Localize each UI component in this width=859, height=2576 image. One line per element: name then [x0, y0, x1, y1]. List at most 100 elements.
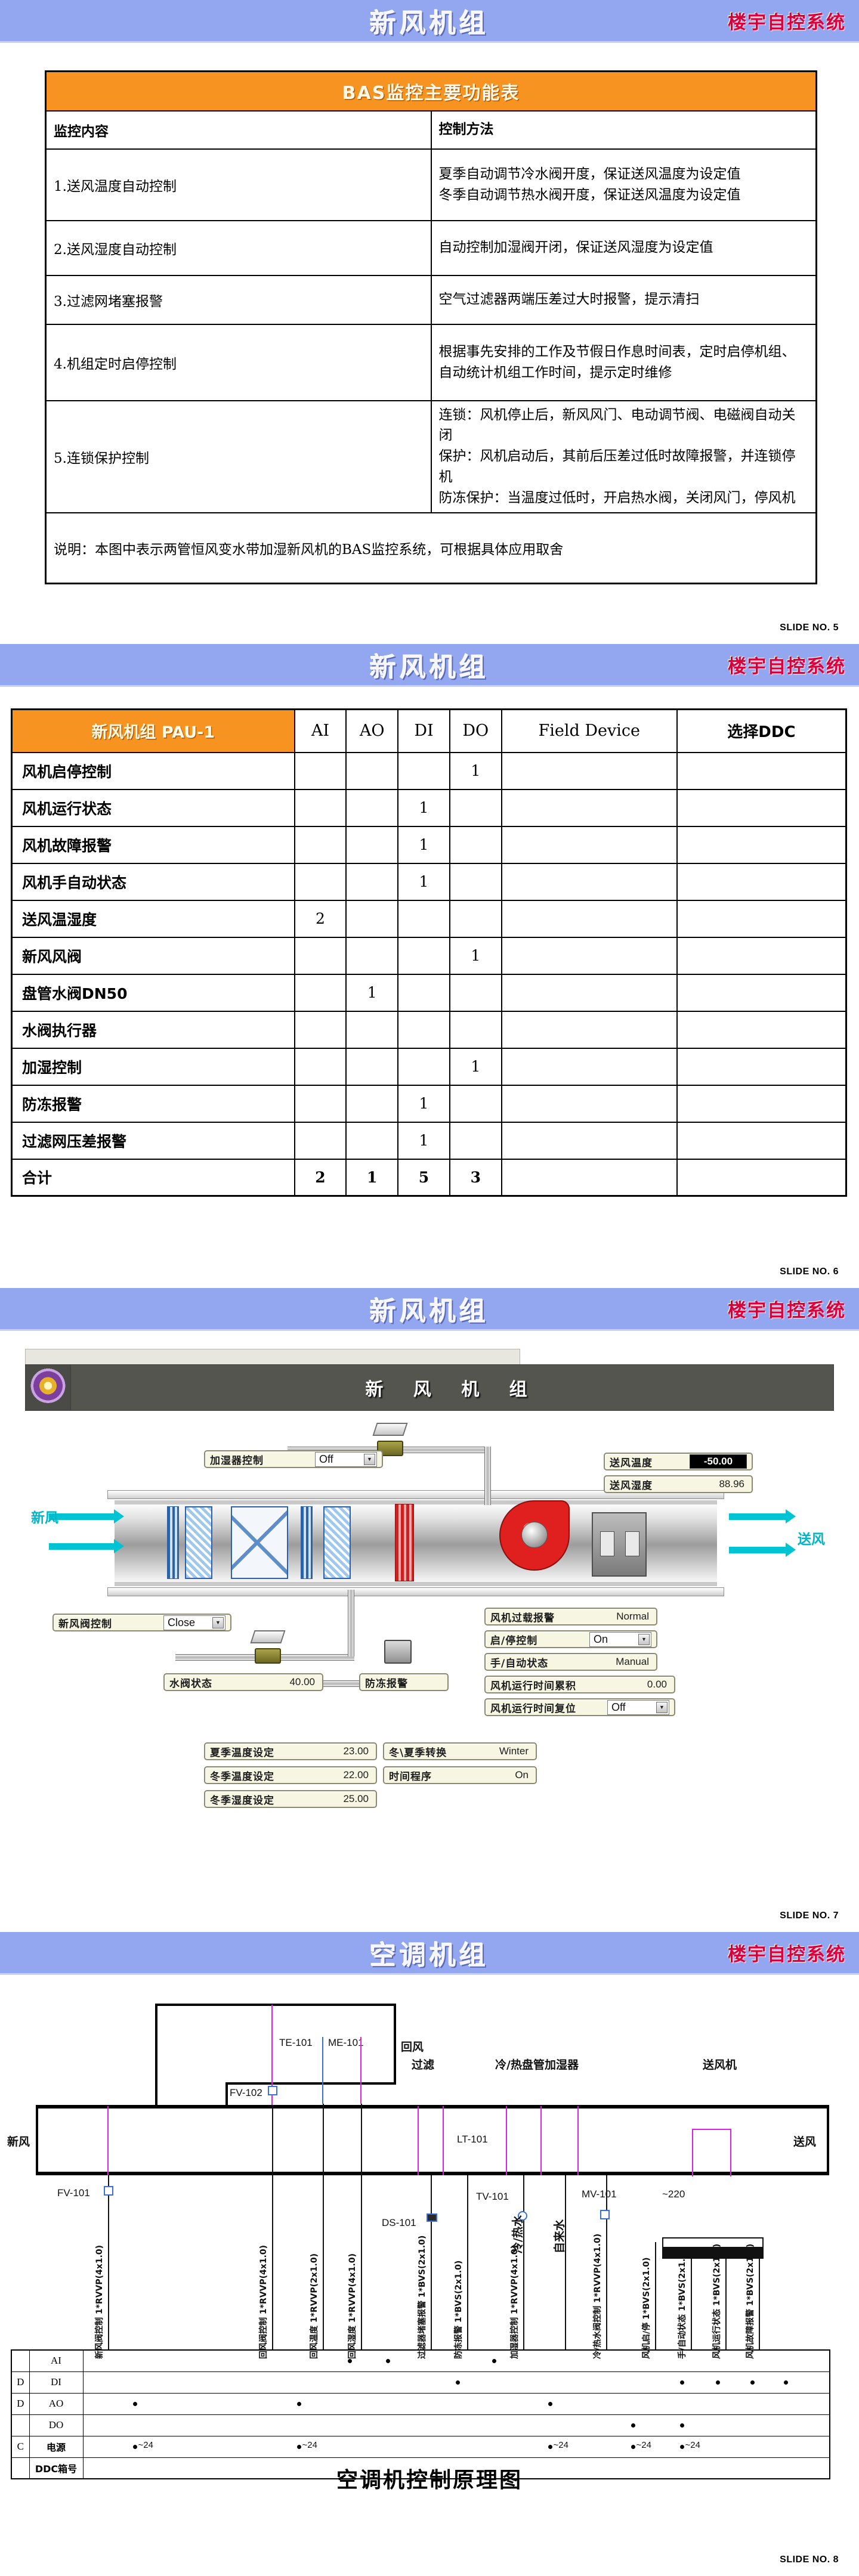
bas-method-line: 空气过滤器两端压差过大时报警，提示清扫: [438, 292, 700, 308]
table-row: 过滤网压差报警 1: [11, 1121, 847, 1160]
drop-line-fan-status: [691, 2242, 692, 2349]
fan-runtime-reset-faceplate[interactable]: 风机运行时间复位 Off ▼: [484, 1698, 675, 1716]
hmi-window-title: 新 风 机 组: [365, 1379, 539, 1400]
pau-cell-do: 1: [449, 1047, 502, 1086]
main-duct: [36, 2105, 829, 2175]
pau-header-name: 新风机组 PAU-1: [11, 708, 295, 753]
slide-4-banner-subtitle: 楼宇自控系统: [728, 1944, 846, 1965]
supply-air-humidity-value: 88.96: [719, 1478, 744, 1490]
pau-cell-do: 1: [449, 936, 502, 975]
power-220-label: ~220: [662, 2188, 685, 2200]
pau-cell-field: [500, 973, 678, 1012]
time-program-faceplate: 时间程序 On: [383, 1766, 537, 1784]
ds-101-switch-icon: [427, 2213, 437, 2222]
water-valve-actuator-icon: [250, 1630, 286, 1643]
pau-cell-ao: [345, 936, 399, 975]
io-tag-do: DO: [29, 2414, 84, 2436]
fresh-air-label: 新风: [7, 2135, 30, 2148]
fan-runtime-total-value: 0.00: [647, 1679, 667, 1690]
io-tag-ao: AO: [29, 2392, 84, 2415]
pau-cell-do: [449, 1084, 502, 1123]
io-point-dot: [296, 2444, 301, 2449]
humidifier-control-dropdown[interactable]: Off ▼: [315, 1451, 377, 1467]
hmi-tab-bar[interactable]: [25, 1349, 520, 1364]
drop-line-fv102: [272, 2105, 273, 2349]
chevron-down-icon[interactable]: ▼: [656, 1701, 668, 1713]
tag-ds-101: DS-101: [382, 2217, 416, 2228]
humidifier-control-faceplate[interactable]: 加湿器控制 Off ▼: [204, 1450, 383, 1468]
drop-line-me101: [361, 2104, 362, 2349]
return-humidity-sensor-line: [360, 2037, 361, 2104]
pau-cell-ddc: [676, 1121, 847, 1160]
cable-label: 回风阀控制 1*RVVP(4x1.0): [259, 2244, 268, 2359]
fresh-air-damper-dropdown[interactable]: Close ▼: [163, 1615, 225, 1630]
io-tag-power: 电源: [29, 2435, 84, 2458]
table-row: C 电源 ~24 ~24 ~24 ~24 ~24: [11, 2435, 830, 2458]
pau-cell-do: 1: [449, 751, 502, 790]
io-category: D: [11, 2392, 30, 2415]
fresh-air-damper-faceplate[interactable]: 新风阀控制 Close ▼: [52, 1614, 231, 1631]
pau-cell-ai: [293, 1047, 347, 1086]
pau-cell-ai: [293, 1121, 347, 1160]
pau-cell-ddc: [676, 973, 847, 1012]
pau-cell-ddc: [676, 751, 847, 790]
humidifier-control-value: Off: [319, 1453, 333, 1465]
start-stop-control-faceplate[interactable]: 启/停控制 On ▼: [484, 1630, 657, 1648]
drop-line-lt101: [467, 2175, 468, 2349]
io-point-dot: [679, 2444, 684, 2449]
supply-air-label: 送风: [798, 1532, 825, 1547]
fv-101-actuator-icon: [104, 2186, 113, 2196]
bas-method-line: 连锁：风机停止后，新风风门、电动调节阀、电磁阀自动关闭: [438, 407, 796, 444]
fan-hub-icon: [521, 1522, 548, 1548]
slide-number: SLIDE NO. 7: [780, 1911, 839, 1921]
table-row: 送风温湿度 2: [11, 899, 847, 938]
pau-cell-ao: [345, 899, 399, 938]
cooling-coil-icon: [301, 1506, 313, 1579]
pau-header-select-ddc: 选择DDC: [676, 708, 847, 753]
slide-3-banner-subtitle: 楼宇自控系统: [728, 1300, 846, 1321]
motor-slot-icon: [600, 1531, 614, 1556]
cable-label: 回风湿度 1*RVVP(4x1.0): [348, 2253, 357, 2359]
drop-line-te101: [323, 2104, 324, 2349]
fan-runtime-reset-dropdown[interactable]: Off ▼: [607, 1699, 669, 1715]
pau-cell-ddc: [676, 825, 847, 864]
fan-runtime-reset-label: 风机运行时间复位: [490, 1702, 576, 1715]
table-row: D AO: [11, 2392, 830, 2415]
pau-cell-ddc: [676, 1047, 847, 1086]
tag-fv-101: FV-101: [57, 2187, 90, 2199]
chevron-down-icon[interactable]: ▼: [212, 1617, 224, 1628]
pau-cell-ao: [345, 862, 399, 901]
power-marker: ~24: [553, 2439, 568, 2450]
water-valve-status-faceplate: 水阀状态 40.00: [163, 1673, 323, 1691]
bas-row-item: 4.机组定时启停控制: [45, 323, 432, 401]
pau-cell-ddc: [676, 862, 847, 901]
pau-cell-di: [397, 899, 450, 938]
start-stop-control-dropdown[interactable]: On ▼: [589, 1631, 651, 1647]
table-row: 风机手自动状态 1: [11, 862, 847, 901]
chevron-down-icon[interactable]: ▼: [638, 1633, 650, 1645]
supply-air-arrow-bottom-icon: [729, 1543, 796, 1557]
io-row-cells: [82, 2392, 830, 2415]
chevron-down-icon[interactable]: ▼: [364, 1453, 375, 1465]
fresh-air-damper-value: Close: [168, 1616, 196, 1628]
pau-cell-ddc: [676, 1084, 847, 1123]
cable-label: 风机运行状态 1*BVS(2x1.0): [712, 2243, 722, 2359]
pau-cell-field: [500, 1084, 678, 1123]
cable-label: 风机故障报警 1*BVS(2x1.0): [746, 2243, 755, 2359]
fresh-air-damper-label: 新风阀控制: [58, 1618, 112, 1630]
pau-cell-ai: [293, 825, 347, 864]
io-tag-ai: AI: [29, 2349, 84, 2372]
duct-top-plate: [107, 1490, 724, 1499]
winter-humidity-setpoint-faceplate: 冬季湿度设定 25.00: [204, 1790, 377, 1808]
bas-table-header-row: 监控内容 控制方法: [45, 110, 817, 150]
table-row: 盘管水阀DN50 1: [11, 973, 847, 1012]
bas-row-method: 空气过滤器两端压差过大时报警，提示清扫: [430, 274, 817, 325]
io-category: [11, 2349, 30, 2372]
pau-cell-ai: [293, 936, 347, 975]
cable-label: 手/自动状态 1*BVS(2x1.0): [678, 2249, 687, 2359]
table-row: 新风风阀 1: [11, 936, 847, 975]
io-point-dot: [679, 2423, 684, 2428]
io-row-cells: [82, 2349, 830, 2372]
return-duct-left: [155, 2004, 157, 2105]
bas-method-line: 冬季自动调节热水阀开度，保证送风温度为设定值: [438, 187, 741, 203]
